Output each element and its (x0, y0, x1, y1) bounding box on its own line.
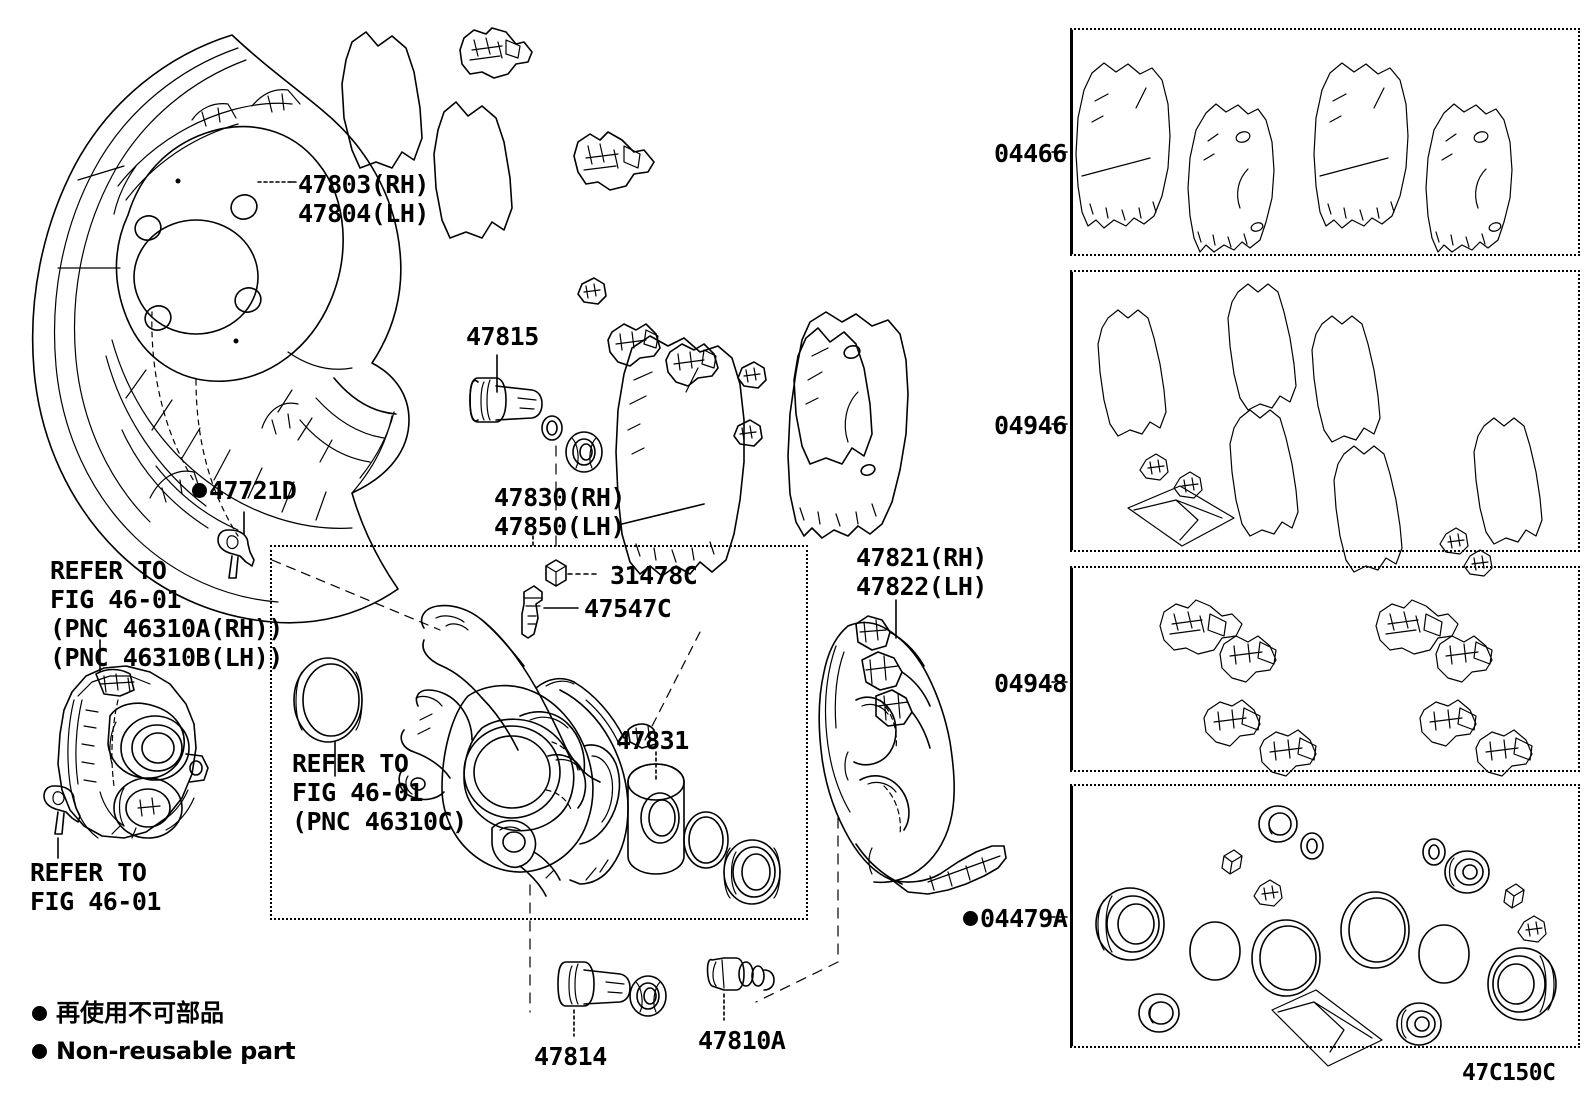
piston-boot-ring-art (294, 658, 362, 776)
label-slide-pin-upper: 47815 (466, 322, 539, 351)
mounting-bracket-art (756, 600, 1006, 1002)
kit-number-04479A: 04479A (963, 904, 1068, 933)
legend-english: Non-reusable part (32, 1037, 296, 1066)
leader-lines (272, 560, 440, 630)
kit-box-04466 (1070, 28, 1580, 256)
kit-04479A-contents (1052, 806, 1556, 1066)
shims-and-pads-scatter (342, 0, 1000, 576)
label-slide-pin-lower: 47814 (534, 1042, 607, 1071)
kit-04946-contents (1052, 284, 1542, 576)
label-mounting-bracket: 47821(RH) 47822(LH) (856, 543, 987, 601)
diagram-code: 47C150C (1462, 1060, 1556, 1086)
non-reusable-bullet-icon (192, 483, 207, 498)
label-dust-cover: 47803(RH) 47804(LH) (298, 170, 429, 228)
bleeder-parts-art (522, 560, 600, 638)
kit-box-04948 (1070, 566, 1580, 772)
caliper-body-art (399, 440, 700, 1012)
pin-bolt-art (708, 958, 775, 1020)
non-reusable-bullet-icon (32, 1044, 47, 1060)
label-pin-bolt: 47810A (698, 1026, 786, 1055)
label-bolt-47721d: 47721D (192, 476, 297, 505)
kit-04948-contents (1052, 600, 1532, 776)
label-caliper-assembly: 47830(RH) 47850(LH) (494, 483, 625, 541)
non-reusable-bullet-icon (963, 911, 978, 926)
kit-04466-contents (1052, 63, 1512, 252)
kit-number-04946: 04946 (994, 411, 1067, 440)
label-refer-boot: REFER TO FIG 46-01 (PNC 46310C) (292, 749, 467, 836)
label-refer-motor: REFER TO FIG 46-01 (30, 858, 161, 916)
kit-number-04466: 04466 (994, 139, 1067, 168)
legend-english-text: Non-reusable part (56, 1037, 296, 1065)
piston-and-seals-art (628, 752, 780, 904)
label-bleeder-cap: 31478C (610, 561, 698, 590)
caliper-assembly-box (270, 545, 808, 920)
slide-pin-upper-art (470, 355, 602, 472)
bolt-47721d-text: 47721D (209, 476, 297, 505)
dust-cover-art (33, 35, 409, 623)
label-bleeder-plug: 47547C (584, 594, 672, 623)
non-reusable-bullet-icon (32, 1006, 47, 1022)
slide-pin-lower-art (558, 962, 666, 1036)
kit-number-04479A-text: 04479A (980, 904, 1068, 933)
legend-japanese: 再使用不可部品 (32, 999, 224, 1028)
kit-number-04948: 04948 (994, 669, 1067, 698)
label-refer-actuator: REFER TO FIG 46-01 (PNC 46310A(RH)) (PNC… (50, 556, 283, 672)
legend-japanese-text: 再使用不可部品 (56, 999, 224, 1027)
label-piston: 47831 (616, 726, 689, 755)
parking-brake-actuator-art (44, 640, 208, 858)
bolt-47721d-art (218, 512, 254, 578)
